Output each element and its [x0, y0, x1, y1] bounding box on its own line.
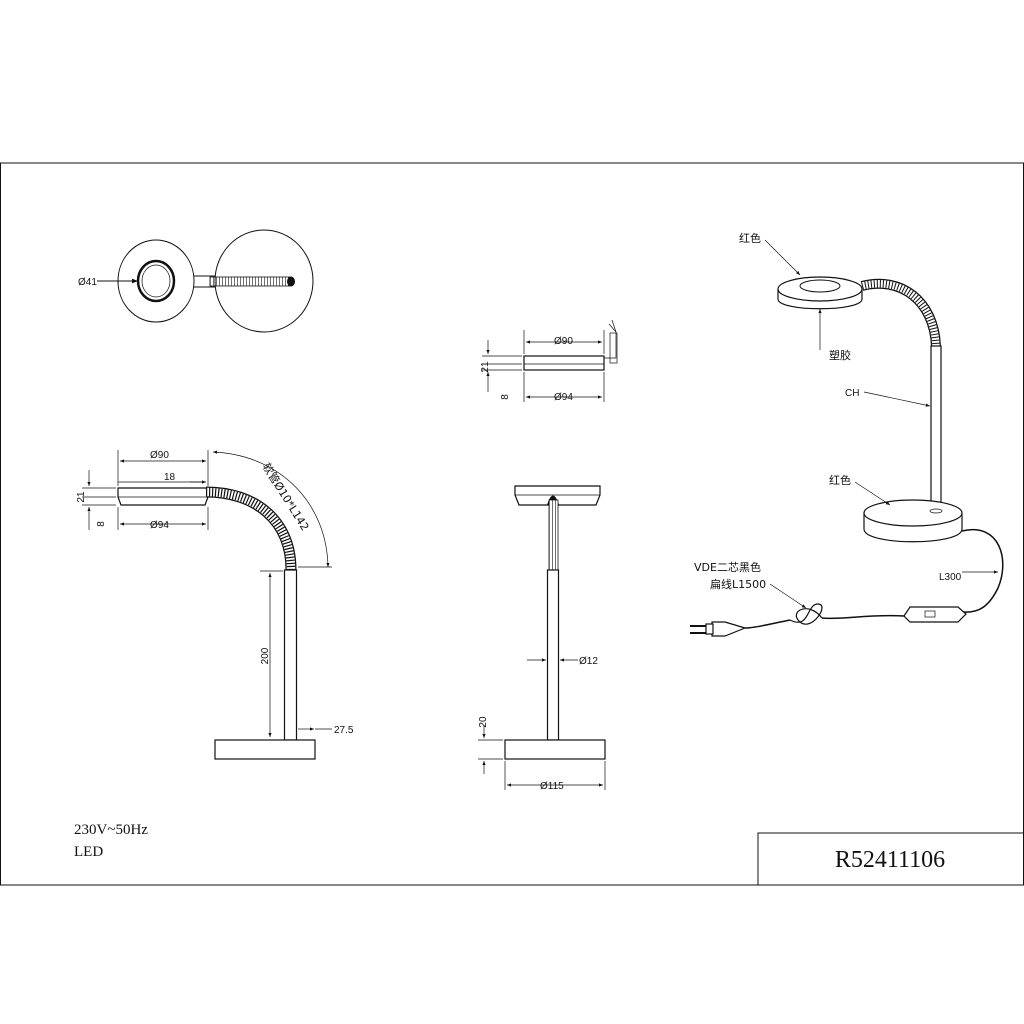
euro-plug	[711, 621, 747, 637]
head-detail-body	[523, 355, 605, 371]
dim-stem-height: 200	[260, 647, 271, 664]
spec-voltage: 230V~50Hz	[74, 822, 148, 838]
hose-end	[287, 276, 295, 287]
part-number: R52411106	[835, 847, 945, 873]
label-flat-wire: 扁线L1500	[710, 577, 766, 591]
base-circle	[214, 229, 314, 333]
dim-base-offset: 27.5	[334, 725, 354, 736]
label-red-base: 红色	[829, 473, 851, 487]
spec-light-source: LED	[74, 844, 103, 860]
dim-detail-lower-height: 8	[500, 394, 511, 400]
label-cable-length: L300	[939, 572, 962, 583]
dim-detail-top-diameter: Ø90	[554, 336, 573, 347]
dim-head-lower-height: 8	[96, 521, 107, 527]
head-inner-ring	[136, 259, 176, 303]
head-light-ring	[799, 279, 841, 293]
stem-front	[546, 569, 560, 741]
label-plastic: 塑胶	[829, 348, 851, 362]
hose-top-view	[209, 276, 291, 287]
dim-base-height: 20	[478, 716, 489, 728]
cable-coil	[789, 603, 823, 625]
dim-stem-diameter: Ø12	[579, 656, 598, 667]
dim-detail-bottom-diameter: Ø94	[554, 392, 573, 403]
head-detail-view: Ø90 21 8 Ø94	[480, 319, 618, 403]
hose-perspective	[861, 280, 940, 347]
power-cable	[959, 528, 1004, 613]
top-view: Ø41	[78, 229, 314, 333]
dim-offset: 18	[164, 472, 176, 483]
dim-base-diameter: Ø115	[540, 781, 564, 792]
dim-head-bottom-diameter: Ø94	[150, 520, 169, 531]
dim-detail-height: 21	[480, 361, 491, 373]
head-inner-circle	[141, 264, 171, 298]
dim-head-top-diameter: Ø90	[150, 450, 169, 461]
front-view: Ø12 20 Ø115	[478, 485, 606, 792]
head-side	[117, 487, 209, 506]
base-front	[504, 739, 606, 760]
label-red-head: 红色	[739, 231, 761, 245]
dim-inner-diameter: Ø41	[78, 277, 97, 288]
base-side	[214, 739, 316, 760]
label-vde-cable: VDE二芯黑色	[694, 560, 761, 574]
perspective-view: 红色 塑胶 CH 红色 L300 VDE二芯黑色 扁线L1500	[690, 231, 1004, 637]
stem-side	[283, 569, 298, 741]
hose-front	[548, 499, 559, 571]
side-view: Ø90 18 21 8 Ø94 软管Ø10*L142 200 27.5	[76, 450, 354, 760]
label-chrome: CH	[845, 388, 859, 399]
stem-perspective	[930, 345, 942, 511]
dim-head-height: 21	[76, 491, 87, 503]
